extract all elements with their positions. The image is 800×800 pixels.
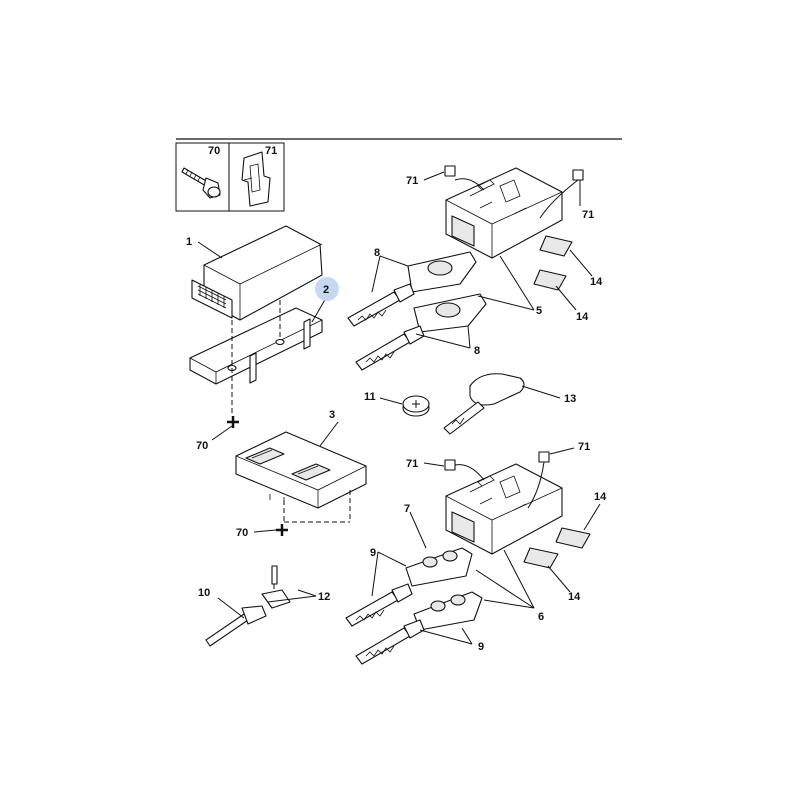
adhesive-pad-part-14 xyxy=(523,547,559,569)
battery-part-11 xyxy=(402,395,430,417)
pin-part-12 xyxy=(271,565,278,592)
key-part-13 xyxy=(443,373,525,435)
callout-1: 1 xyxy=(186,236,192,248)
remote-fob-part-6 xyxy=(413,591,483,631)
remote-fob-part-7 xyxy=(405,547,473,587)
callout-71-mid-right: 71 xyxy=(578,441,590,453)
callout-71-inset: 71 xyxy=(265,145,277,157)
callout-71-top-right: 71 xyxy=(582,209,594,221)
callout-13: 13 xyxy=(564,393,576,405)
adhesive-pad-part-14 xyxy=(533,269,567,291)
callout-14-d: 14 xyxy=(568,591,581,603)
key-part-8 xyxy=(347,283,425,371)
callout-70-a: 70 xyxy=(196,440,208,452)
cable xyxy=(454,178,485,191)
callout-5: 5 xyxy=(536,305,542,317)
key-blade-part-10 xyxy=(205,589,291,647)
cable xyxy=(539,179,579,219)
callout-3: 3 xyxy=(329,409,335,421)
screw-marker-icon xyxy=(227,416,239,428)
callout-9-a: 9 xyxy=(370,547,376,559)
clip-marker-icon xyxy=(572,169,584,181)
callout-71-mid-left: 71 xyxy=(406,458,418,470)
callout-6: 6 xyxy=(538,611,544,623)
clip-marker-icon xyxy=(444,459,456,471)
callout-70-b: 70 xyxy=(236,527,248,539)
callout-8-b: 8 xyxy=(474,345,480,357)
clip-marker-icon xyxy=(538,451,550,463)
callout-14-b: 14 xyxy=(576,311,589,323)
receiver-unit-bottom xyxy=(445,463,563,555)
callout-12: 12 xyxy=(318,591,330,603)
inset-box xyxy=(175,142,285,212)
cable xyxy=(527,461,545,509)
leader-lines xyxy=(197,171,601,645)
receiver-unit-top xyxy=(445,167,563,259)
clip-icon xyxy=(241,151,271,207)
clip-marker-icon xyxy=(444,165,456,177)
screw-marker-icon xyxy=(276,524,288,536)
key-part-9 xyxy=(345,583,425,665)
callout-10: 10 xyxy=(198,587,210,599)
cable xyxy=(454,464,485,481)
callout-11: 11 xyxy=(364,391,376,403)
callout-2: 2 xyxy=(323,284,329,296)
callout-14-a: 14 xyxy=(590,276,603,288)
callout-70-inset: 70 xyxy=(208,145,220,157)
module-part-3 xyxy=(235,431,367,509)
callout-8-a: 8 xyxy=(374,247,380,259)
callout-14-c: 14 xyxy=(594,491,607,503)
callout-7: 7 xyxy=(404,503,410,515)
screw-icon xyxy=(181,167,221,199)
control-module-part-1 xyxy=(191,225,323,321)
callout-9-b: 9 xyxy=(478,641,484,653)
bracket-part-2 xyxy=(189,307,323,385)
callout-highlight xyxy=(315,277,339,301)
adhesive-pad-part-14 xyxy=(539,235,573,257)
callout-71-top-left: 71 xyxy=(406,175,418,187)
remote-fob-part-5 xyxy=(407,251,487,333)
adhesive-pad-part-14 xyxy=(555,527,591,549)
